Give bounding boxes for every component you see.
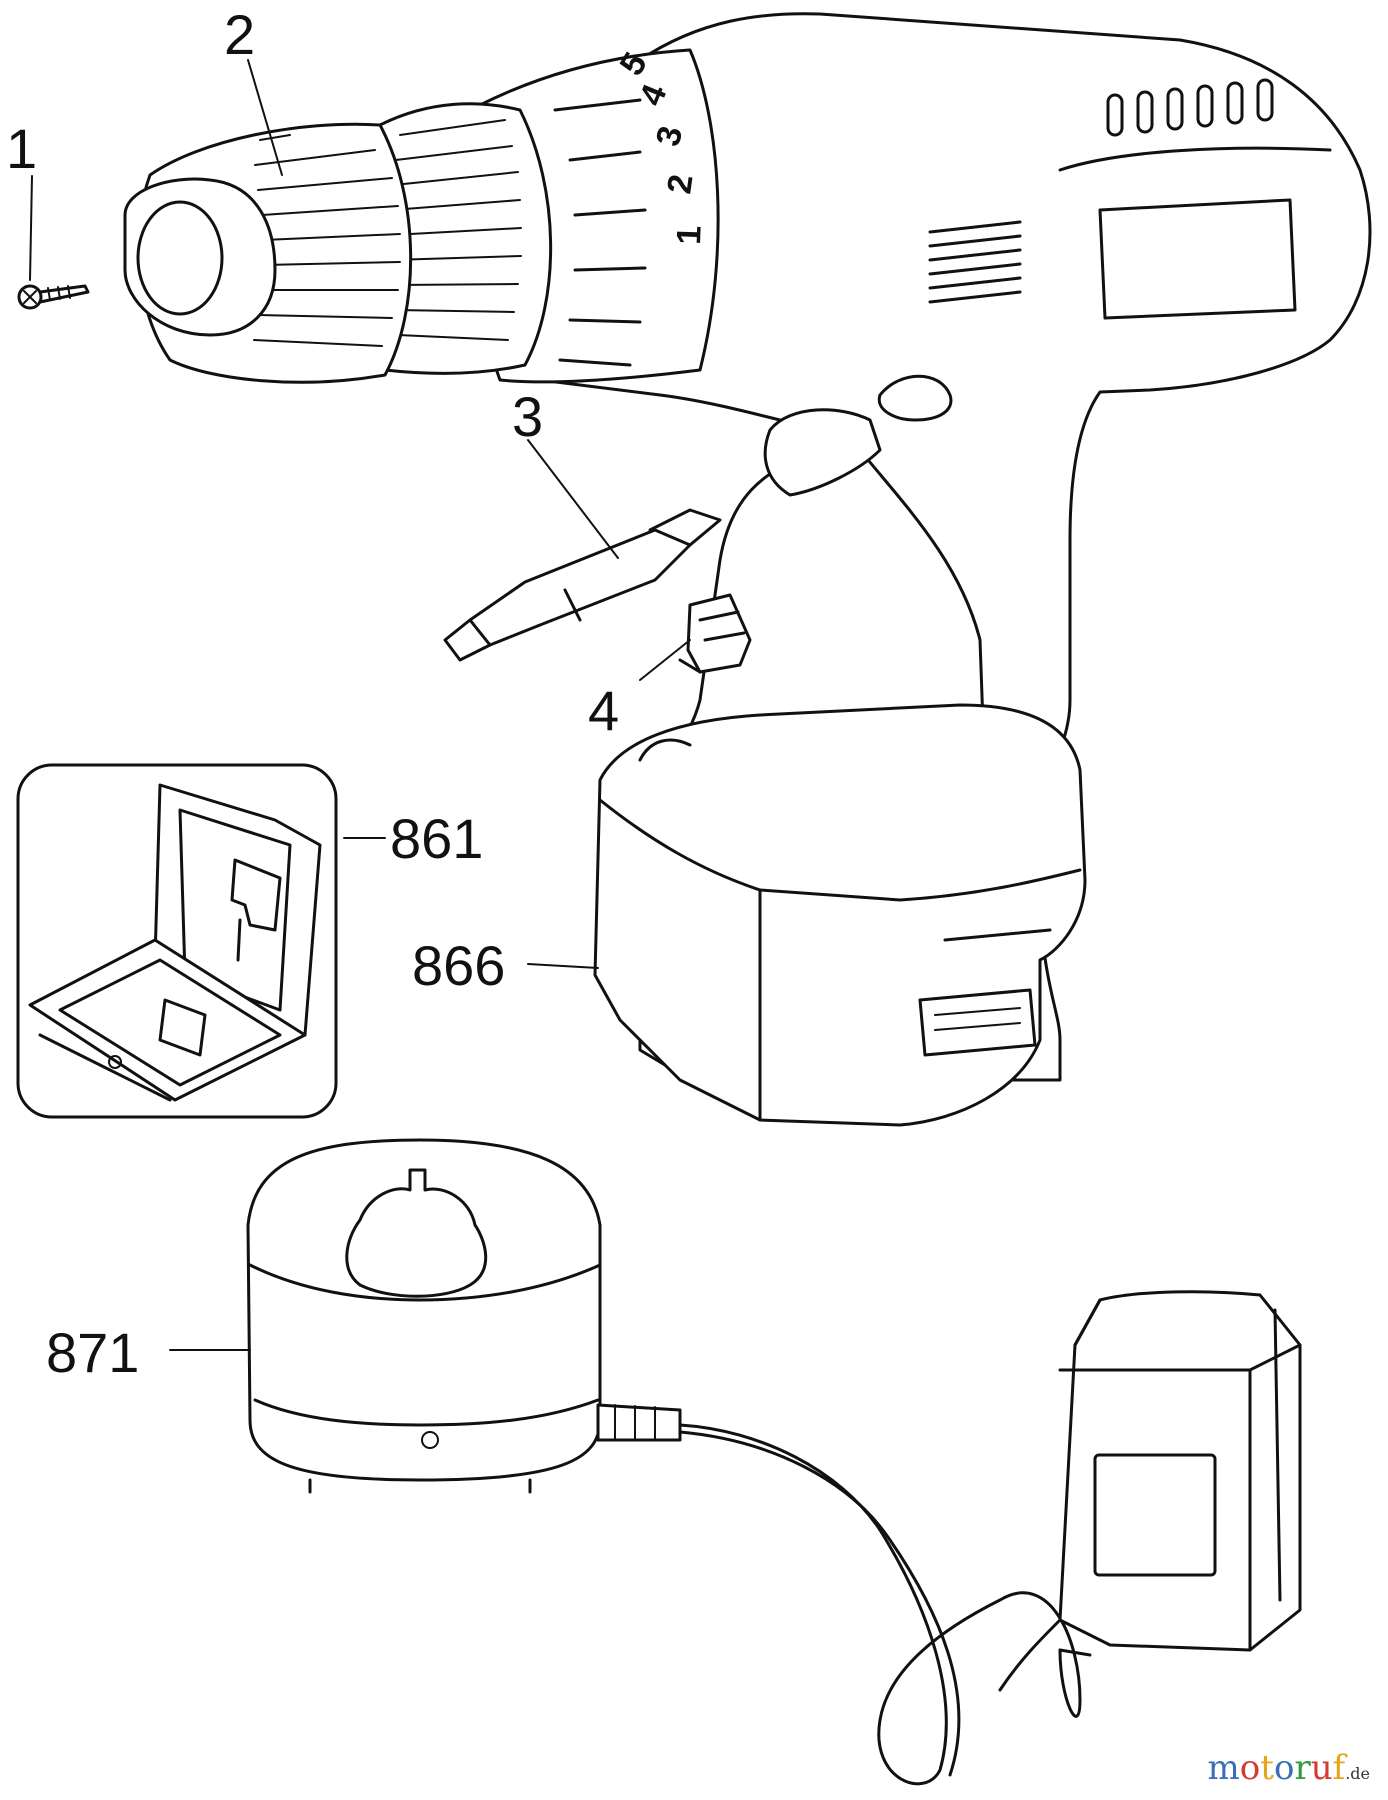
carry-case-panel — [16, 763, 338, 1119]
callout-871: 871 — [46, 1321, 139, 1384]
torque-scale — [553, 98, 647, 367]
callout-3: 3 — [512, 385, 543, 448]
leader-lines — [29, 59, 691, 1351]
battery-pack — [593, 703, 1087, 1127]
watermark-letter: f — [1332, 1748, 1346, 1788]
wall-adapter — [998, 1290, 1302, 1692]
callout-2: 2 — [224, 3, 255, 66]
watermark-letter: o — [1239, 1748, 1261, 1788]
watermark-letter: o — [1273, 1748, 1295, 1788]
watermark-letter: r — [1294, 1748, 1311, 1788]
top-vent — [1106, 78, 1274, 137]
bit-clip — [678, 593, 752, 674]
callout-4: 4 — [588, 679, 619, 742]
callout-861: 861 — [390, 807, 483, 870]
chuck-assembly: 1 2 3 4 5 — [123, 46, 720, 384]
screw — [17, 284, 90, 310]
rear-knurl — [391, 119, 522, 341]
callout-866: 866 — [412, 934, 505, 997]
watermark-text: motoruf — [1208, 1748, 1346, 1788]
side-vent — [928, 220, 1022, 304]
watermark-letter: u — [1310, 1748, 1333, 1788]
power-cord — [678, 1423, 1092, 1786]
watermark-logo: motoruf.de — [1208, 1748, 1370, 1788]
watermark-letter: m — [1207, 1748, 1240, 1788]
watermark-tld: .de — [1345, 1764, 1370, 1783]
callout-1: 1 — [6, 117, 37, 180]
screwdriver-bit — [443, 508, 722, 662]
watermark-letter: t — [1260, 1748, 1274, 1788]
charger-base — [246, 1138, 682, 1494]
svg-text:1: 1 — [670, 225, 709, 245]
front-knurl — [253, 134, 401, 347]
